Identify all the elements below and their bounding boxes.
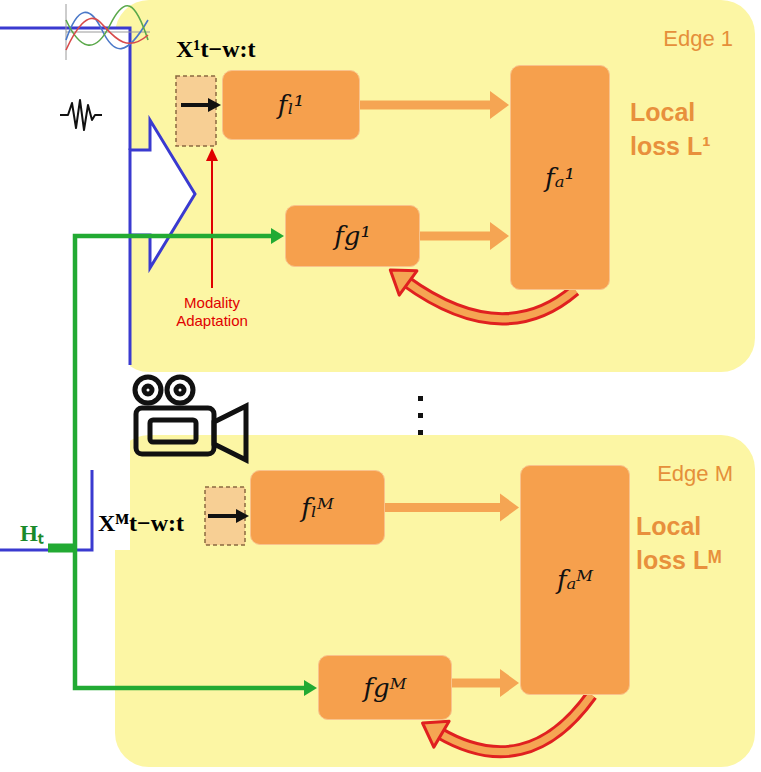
model-name: fₗᴹ	[301, 493, 334, 523]
input-label: X¹t−w:t	[176, 36, 256, 63]
loss-label: Local loss Lᴹ	[636, 510, 748, 578]
model-name: fgᴹ	[363, 673, 406, 703]
adaptation-label: Modality Adaptation	[164, 294, 260, 330]
panel-title: Edge M	[657, 461, 733, 486]
panel-title-holder: Edge 1	[663, 26, 733, 52]
model-box: fₗᴹ	[250, 470, 385, 545]
ellipsis-dots	[418, 396, 423, 435]
panel-title-holder: Edge M	[657, 461, 733, 487]
model-box: fg¹	[285, 205, 420, 267]
edge-panel: Edge M fₗᴹ fgᴹ fₐᴹ	[115, 435, 755, 767]
state-label: Hₜ	[20, 516, 43, 548]
model-name: fg¹	[334, 221, 371, 251]
model-box: fₗ¹	[222, 70, 360, 140]
model-name: fₐ¹	[545, 163, 575, 193]
input-label: Xᴹt−w:t	[98, 510, 184, 537]
model-name: fₐᴹ	[557, 565, 593, 595]
loss-label: Local loss L¹	[630, 96, 748, 164]
panel-title: Edge 1	[663, 26, 733, 51]
model-box: fₐᴹ	[520, 465, 630, 695]
blue-box-outline	[0, 28, 130, 550]
model-box: fₐ¹	[510, 65, 610, 290]
state-stub	[48, 544, 77, 553]
model-name: fₗ¹	[278, 90, 304, 120]
blue-box-ground	[0, 28, 130, 550]
waveform-icon	[60, 100, 102, 130]
model-box: fgᴹ	[318, 655, 452, 720]
